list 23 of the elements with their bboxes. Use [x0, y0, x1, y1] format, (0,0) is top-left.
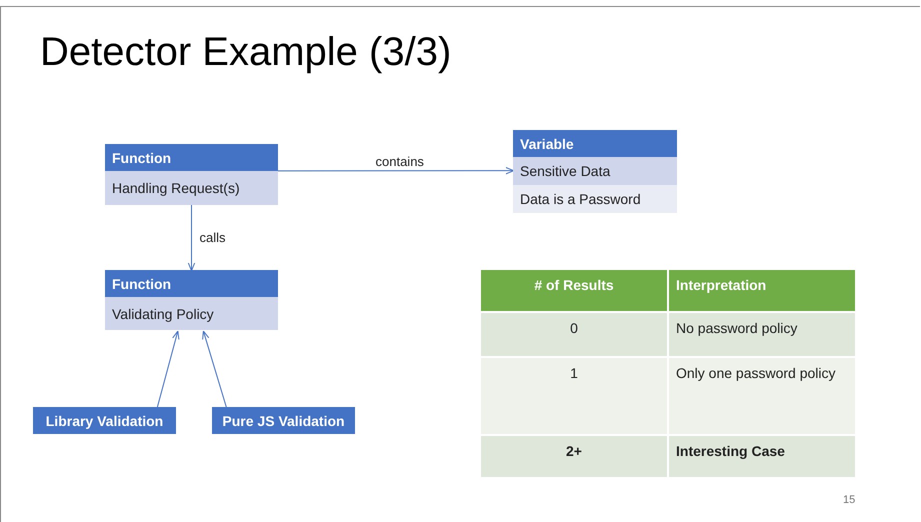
class-box: [513, 130, 677, 213]
table-cell: 2+: [481, 436, 667, 477]
edge-label: contains: [374, 154, 426, 169]
arrow: [156, 330, 180, 408]
class-header: Variable: [513, 130, 677, 157]
validation-box: Library Validation: [33, 407, 176, 434]
arrow: [278, 167, 514, 174]
table-cell: Only one password policy: [669, 358, 855, 434]
validation-box: Pure JS Validation: [212, 407, 355, 434]
class-header: Function: [105, 144, 278, 171]
edge-label: calls: [198, 230, 228, 244]
table-cell: Interesting Case: [669, 436, 855, 477]
table-cell: 1: [481, 358, 667, 434]
table-cell: No password policy: [669, 313, 855, 356]
arrow: [202, 330, 227, 408]
slide-title: Detector Example (3/3): [40, 30, 452, 75]
table-cell: 0: [481, 313, 667, 356]
table-header-cell: Interpretation: [669, 270, 855, 311]
class-field: Data is a Password: [513, 185, 677, 213]
page-number: 15: [843, 494, 856, 506]
table-header-cell: # of Results: [481, 270, 667, 311]
arrow: [188, 204, 196, 272]
class-header: Function: [105, 270, 278, 297]
